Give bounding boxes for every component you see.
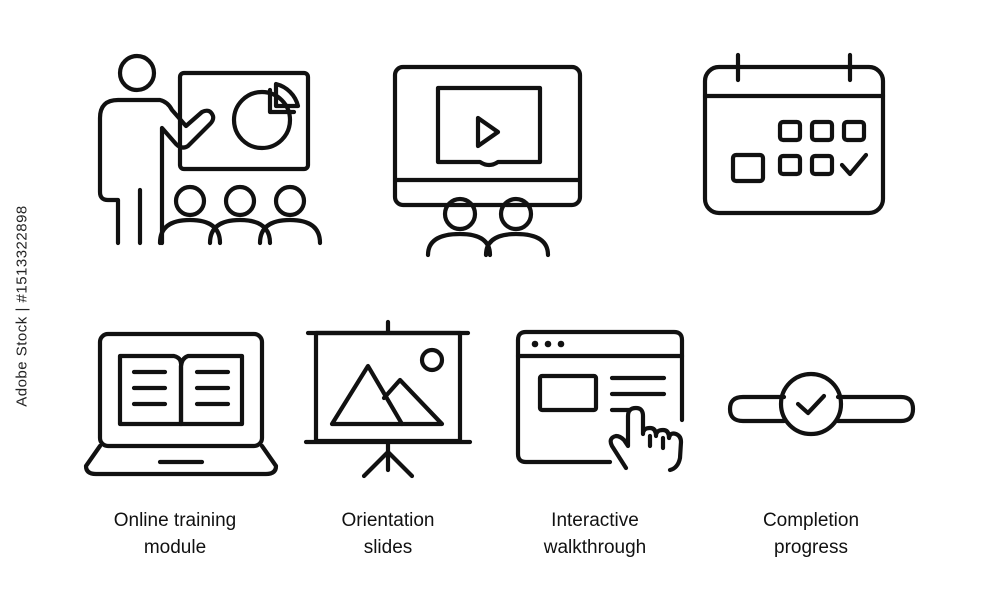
caption-line: slides [363, 537, 413, 558]
monitor-video-book-audience-icon [392, 64, 583, 258]
caption-line: progress [774, 537, 848, 558]
caption-completion-progress: Completion progress [711, 507, 911, 561]
caption-line: Online training [113, 510, 237, 531]
caption-line: Interactive [551, 510, 639, 531]
browser-pointer-hand-icon [515, 329, 685, 473]
calendar-schedule-icon [702, 52, 886, 216]
caption-line: module [143, 537, 207, 558]
laptop-open-book-icon [83, 331, 279, 477]
caption-line: Completion [762, 510, 860, 531]
caption-online-training-module: Online training module [75, 507, 275, 561]
caption-interactive-walkthrough: Interactive walkthrough [495, 507, 695, 561]
presenter-with-pie-chart-icon [97, 53, 323, 246]
projector-screen-image-icon [303, 319, 473, 479]
caption-line: Orientation [341, 510, 435, 531]
stock-id-label: Adobe Stock | #1513322898 [13, 205, 31, 407]
progress-bar-check-icon [727, 371, 916, 437]
caption-line: walkthrough [543, 537, 647, 558]
caption-orientation-slides: Orientation slides [288, 507, 488, 561]
